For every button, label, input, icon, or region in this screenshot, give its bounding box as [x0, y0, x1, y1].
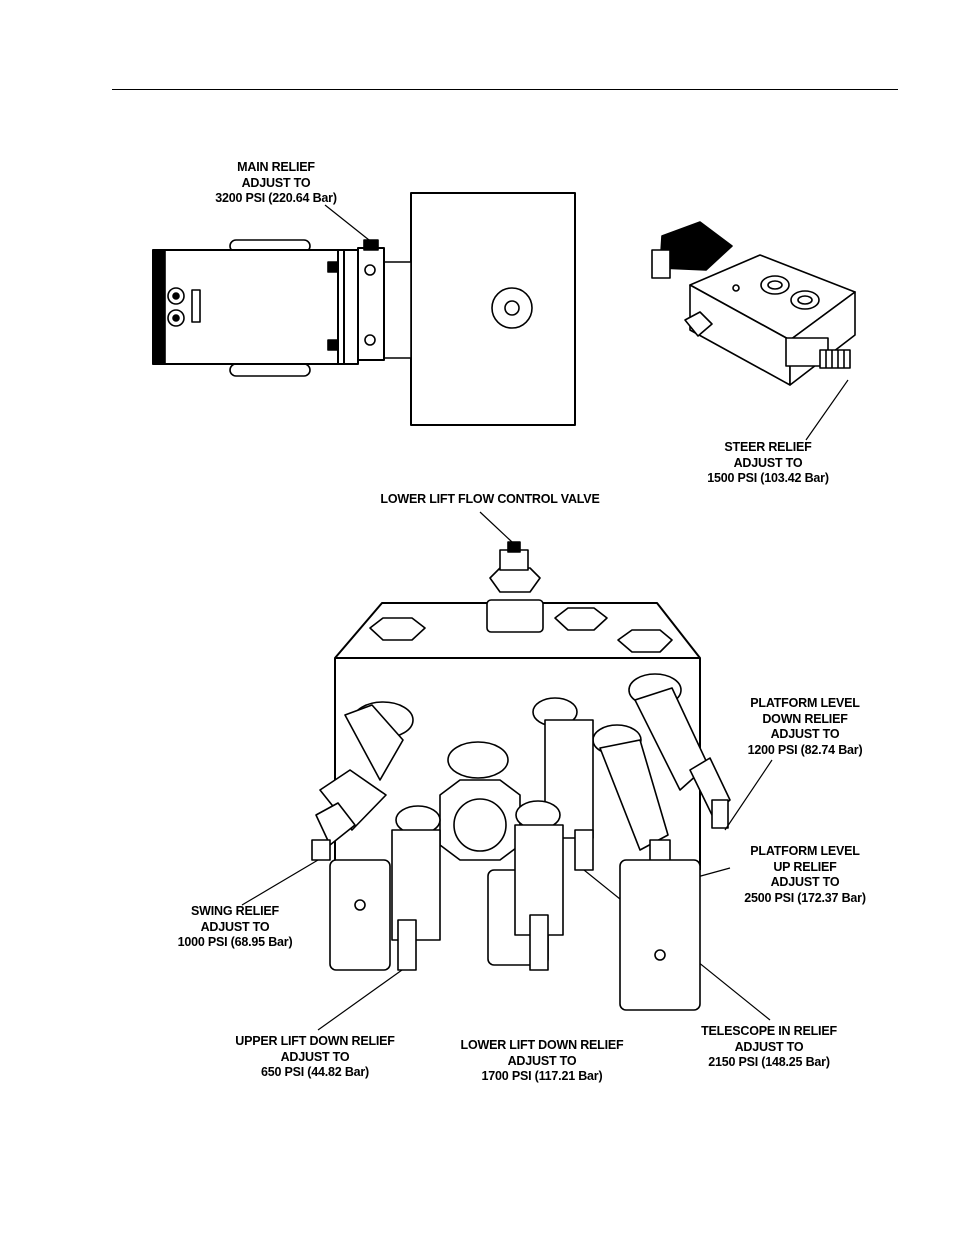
- steer-relief-valve: [651, 221, 856, 441]
- platform-level-down-subtitle: DOWN RELIEF: [762, 711, 848, 726]
- lower-lift-down-instruction: ADJUST TO: [507, 1053, 577, 1068]
- lower-lift-down-callout: LOWER LIFT DOWN RELIEF ADJUST TO 1700 PS…: [432, 1038, 652, 1085]
- main-relief-valve-assembly: [152, 192, 576, 426]
- main-relief-callout: MAIN RELIEF ADJUST TO 3200 PSI (220.64 B…: [186, 160, 366, 207]
- swing-relief-instruction: ADJUST TO: [200, 919, 270, 934]
- telescope-in-pressure: 2150 PSI (148.25 Bar): [708, 1055, 830, 1069]
- upper-lift-down-pressure: 650 PSI (44.82 Bar): [260, 1065, 370, 1079]
- upper-lift-down-instruction: ADJUST TO: [280, 1049, 350, 1064]
- upper-lift-down-callout: UPPER LIFT DOWN RELIEF ADJUST TO 650 PSI…: [205, 1034, 425, 1081]
- telescope-in-title: TELESCOPE IN RELIEF: [701, 1024, 837, 1038]
- platform-level-down-instruction: ADJUST TO: [770, 727, 840, 741]
- lower-lift-down-pressure: 1700 PSI (117.21 Bar): [481, 1069, 603, 1083]
- main-relief-instruction: ADJUST TO: [241, 175, 311, 190]
- platform-level-up-subtitle: UP RELIEF: [773, 859, 837, 874]
- relief-valve-manifold: [241, 511, 773, 1031]
- platform-level-up-pressure: 2500 PSI (172.37 Bar): [744, 890, 866, 905]
- steer-relief-instruction: ADJUST TO: [733, 455, 803, 470]
- upper-lift-down-title: UPPER LIFT DOWN RELIEF: [235, 1034, 395, 1048]
- lower-lift-flow-title: LOWER LIFT FLOW CONTROL VALVE: [380, 492, 600, 506]
- swing-relief-pressure: 1000 PSI (68.95 Bar): [177, 935, 293, 949]
- steer-relief-callout: STEER RELIEF ADJUST TO 1500 PSI (103.42 …: [678, 440, 858, 487]
- main-relief-title: MAIN RELIEF: [237, 160, 315, 174]
- swing-relief-callout: SWING RELIEF ADJUST TO 1000 PSI (68.95 B…: [150, 904, 320, 951]
- header-rule: [112, 89, 898, 90]
- swing-relief-title: SWING RELIEF: [191, 904, 279, 918]
- steer-relief-title: STEER RELIEF: [724, 440, 812, 454]
- telescope-in-callout: TELESCOPE IN RELIEF ADJUST TO 2150 PSI (…: [674, 1024, 864, 1071]
- main-relief-pressure: 3200 PSI (220.64 Bar): [215, 191, 337, 205]
- lower-lift-flow-callout: LOWER LIFT FLOW CONTROL VALVE: [350, 492, 630, 508]
- platform-level-down-callout: PLATFORM LEVEL DOWN RELIEF ADJUST TO 120…: [715, 696, 895, 758]
- lower-lift-down-title: LOWER LIFT DOWN RELIEF: [460, 1038, 624, 1052]
- platform-level-up-instruction: ADJUST TO: [770, 875, 840, 889]
- platform-level-down-title: PLATFORM LEVEL: [750, 696, 860, 710]
- telescope-in-instruction: ADJUST TO: [734, 1039, 804, 1054]
- platform-level-up-title: PLATFORM LEVEL: [750, 844, 860, 858]
- platform-level-up-callout: PLATFORM LEVEL UP RELIEF ADJUST TO 2500 …: [715, 844, 895, 906]
- steer-relief-pressure: 1500 PSI (103.42 Bar): [707, 471, 829, 485]
- platform-level-down-pressure: 1200 PSI (82.74 Bar): [747, 742, 863, 757]
